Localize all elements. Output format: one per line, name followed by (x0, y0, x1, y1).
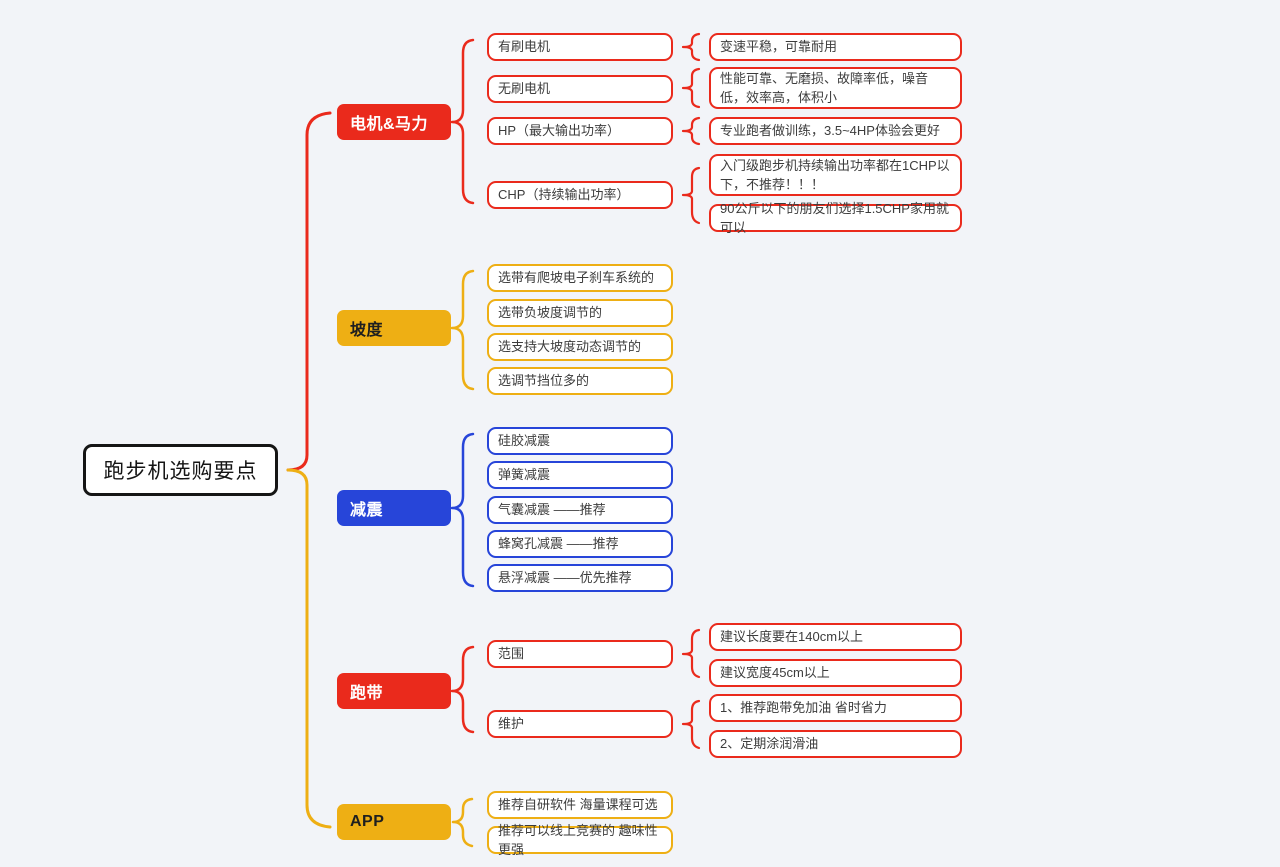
brace-motor (450, 38, 475, 205)
brace-belt (450, 645, 475, 734)
branch-node-motor[interactable]: 电机&马力 (337, 104, 451, 140)
branch-node-incline[interactable]: 坡度 (337, 310, 451, 346)
brace-belt-maintain (681, 699, 701, 750)
subtopic-incline-dynamic[interactable]: 选支持大坡度动态调节的 (487, 333, 673, 361)
subtopic-app-race[interactable]: 推荐可以线上竞赛的 趣味性更强 (487, 823, 673, 857)
branch-node-shock[interactable]: 减震 (337, 490, 451, 526)
subtopic-chp[interactable]: CHP（持续输出功率） (487, 181, 673, 209)
leaf-brushless-motor-note[interactable]: 性能可靠、无磨损、故障率低，噪音低，效率高，体积小 (709, 67, 962, 109)
leaf-chp-note-1[interactable]: 入门级跑步机持续输出功率都在1CHP以下，不推荐！！！ (709, 154, 962, 196)
leaf-brushed-motor-note[interactable]: 变速平稳，可靠耐用 (709, 33, 962, 61)
subtopic-brushless-motor[interactable]: 无刷电机 (487, 75, 673, 103)
leaf-belt-oilfree[interactable]: 1、推荐跑带免加油 省时省力 (709, 694, 962, 722)
subtopic-incline-levels[interactable]: 选调节挡位多的 (487, 367, 673, 395)
brace-chp (681, 166, 701, 225)
leaf-chp-note-2[interactable]: 90公斤以下的朋友们选择1.5CHP家用就可以 (709, 201, 962, 235)
subtopic-shock-suspension[interactable]: 悬浮减震 ——优先推荐 (487, 564, 673, 592)
brace-belt-range (681, 628, 701, 679)
brace-root-upper (286, 111, 332, 472)
leaf-belt-lubricate[interactable]: 2、定期涂润滑油 (709, 730, 962, 758)
subtopic-shock-airbag[interactable]: 气囊减震 ——推荐 (487, 496, 673, 524)
branch-node-belt[interactable]: 跑带 (337, 673, 451, 709)
leaf-hp-note[interactable]: 专业跑者做训练，3.5~4HP体验会更好 (709, 117, 962, 145)
leaf-belt-length[interactable]: 建议长度要在140cm以上 (709, 623, 962, 651)
subtopic-hp[interactable]: HP（最大输出功率） (487, 117, 673, 145)
subtopic-shock-spring[interactable]: 弹簧减震 (487, 461, 673, 489)
leaf-belt-width[interactable]: 建议宽度45cm以上 (709, 659, 962, 687)
subtopic-incline-negative[interactable]: 选带负坡度调节的 (487, 299, 673, 327)
subtopic-incline-brake[interactable]: 选带有爬坡电子刹车系统的 (487, 264, 673, 292)
subtopic-app-software[interactable]: 推荐自研软件 海量课程可选 (487, 791, 673, 819)
brace-hp (681, 116, 701, 146)
subtopic-belt-range[interactable]: 范围 (487, 640, 673, 668)
root-node[interactable]: 跑步机选购要点 (83, 444, 278, 496)
brace-incline (450, 269, 475, 391)
branch-node-app[interactable]: APP (337, 804, 451, 840)
subtopic-brushed-motor[interactable]: 有刷电机 (487, 33, 673, 61)
subtopic-shock-silicone[interactable]: 硅胶减震 (487, 427, 673, 455)
subtopic-shock-honeycomb[interactable]: 蜂窝孔减震 ——推荐 (487, 530, 673, 558)
brace-brushed-motor (681, 32, 701, 62)
brace-root-lower (286, 468, 332, 829)
subtopic-belt-maintain[interactable]: 维护 (487, 710, 673, 738)
brace-brushless-motor (681, 67, 701, 109)
brace-app (451, 797, 474, 848)
brace-shock (450, 432, 475, 588)
